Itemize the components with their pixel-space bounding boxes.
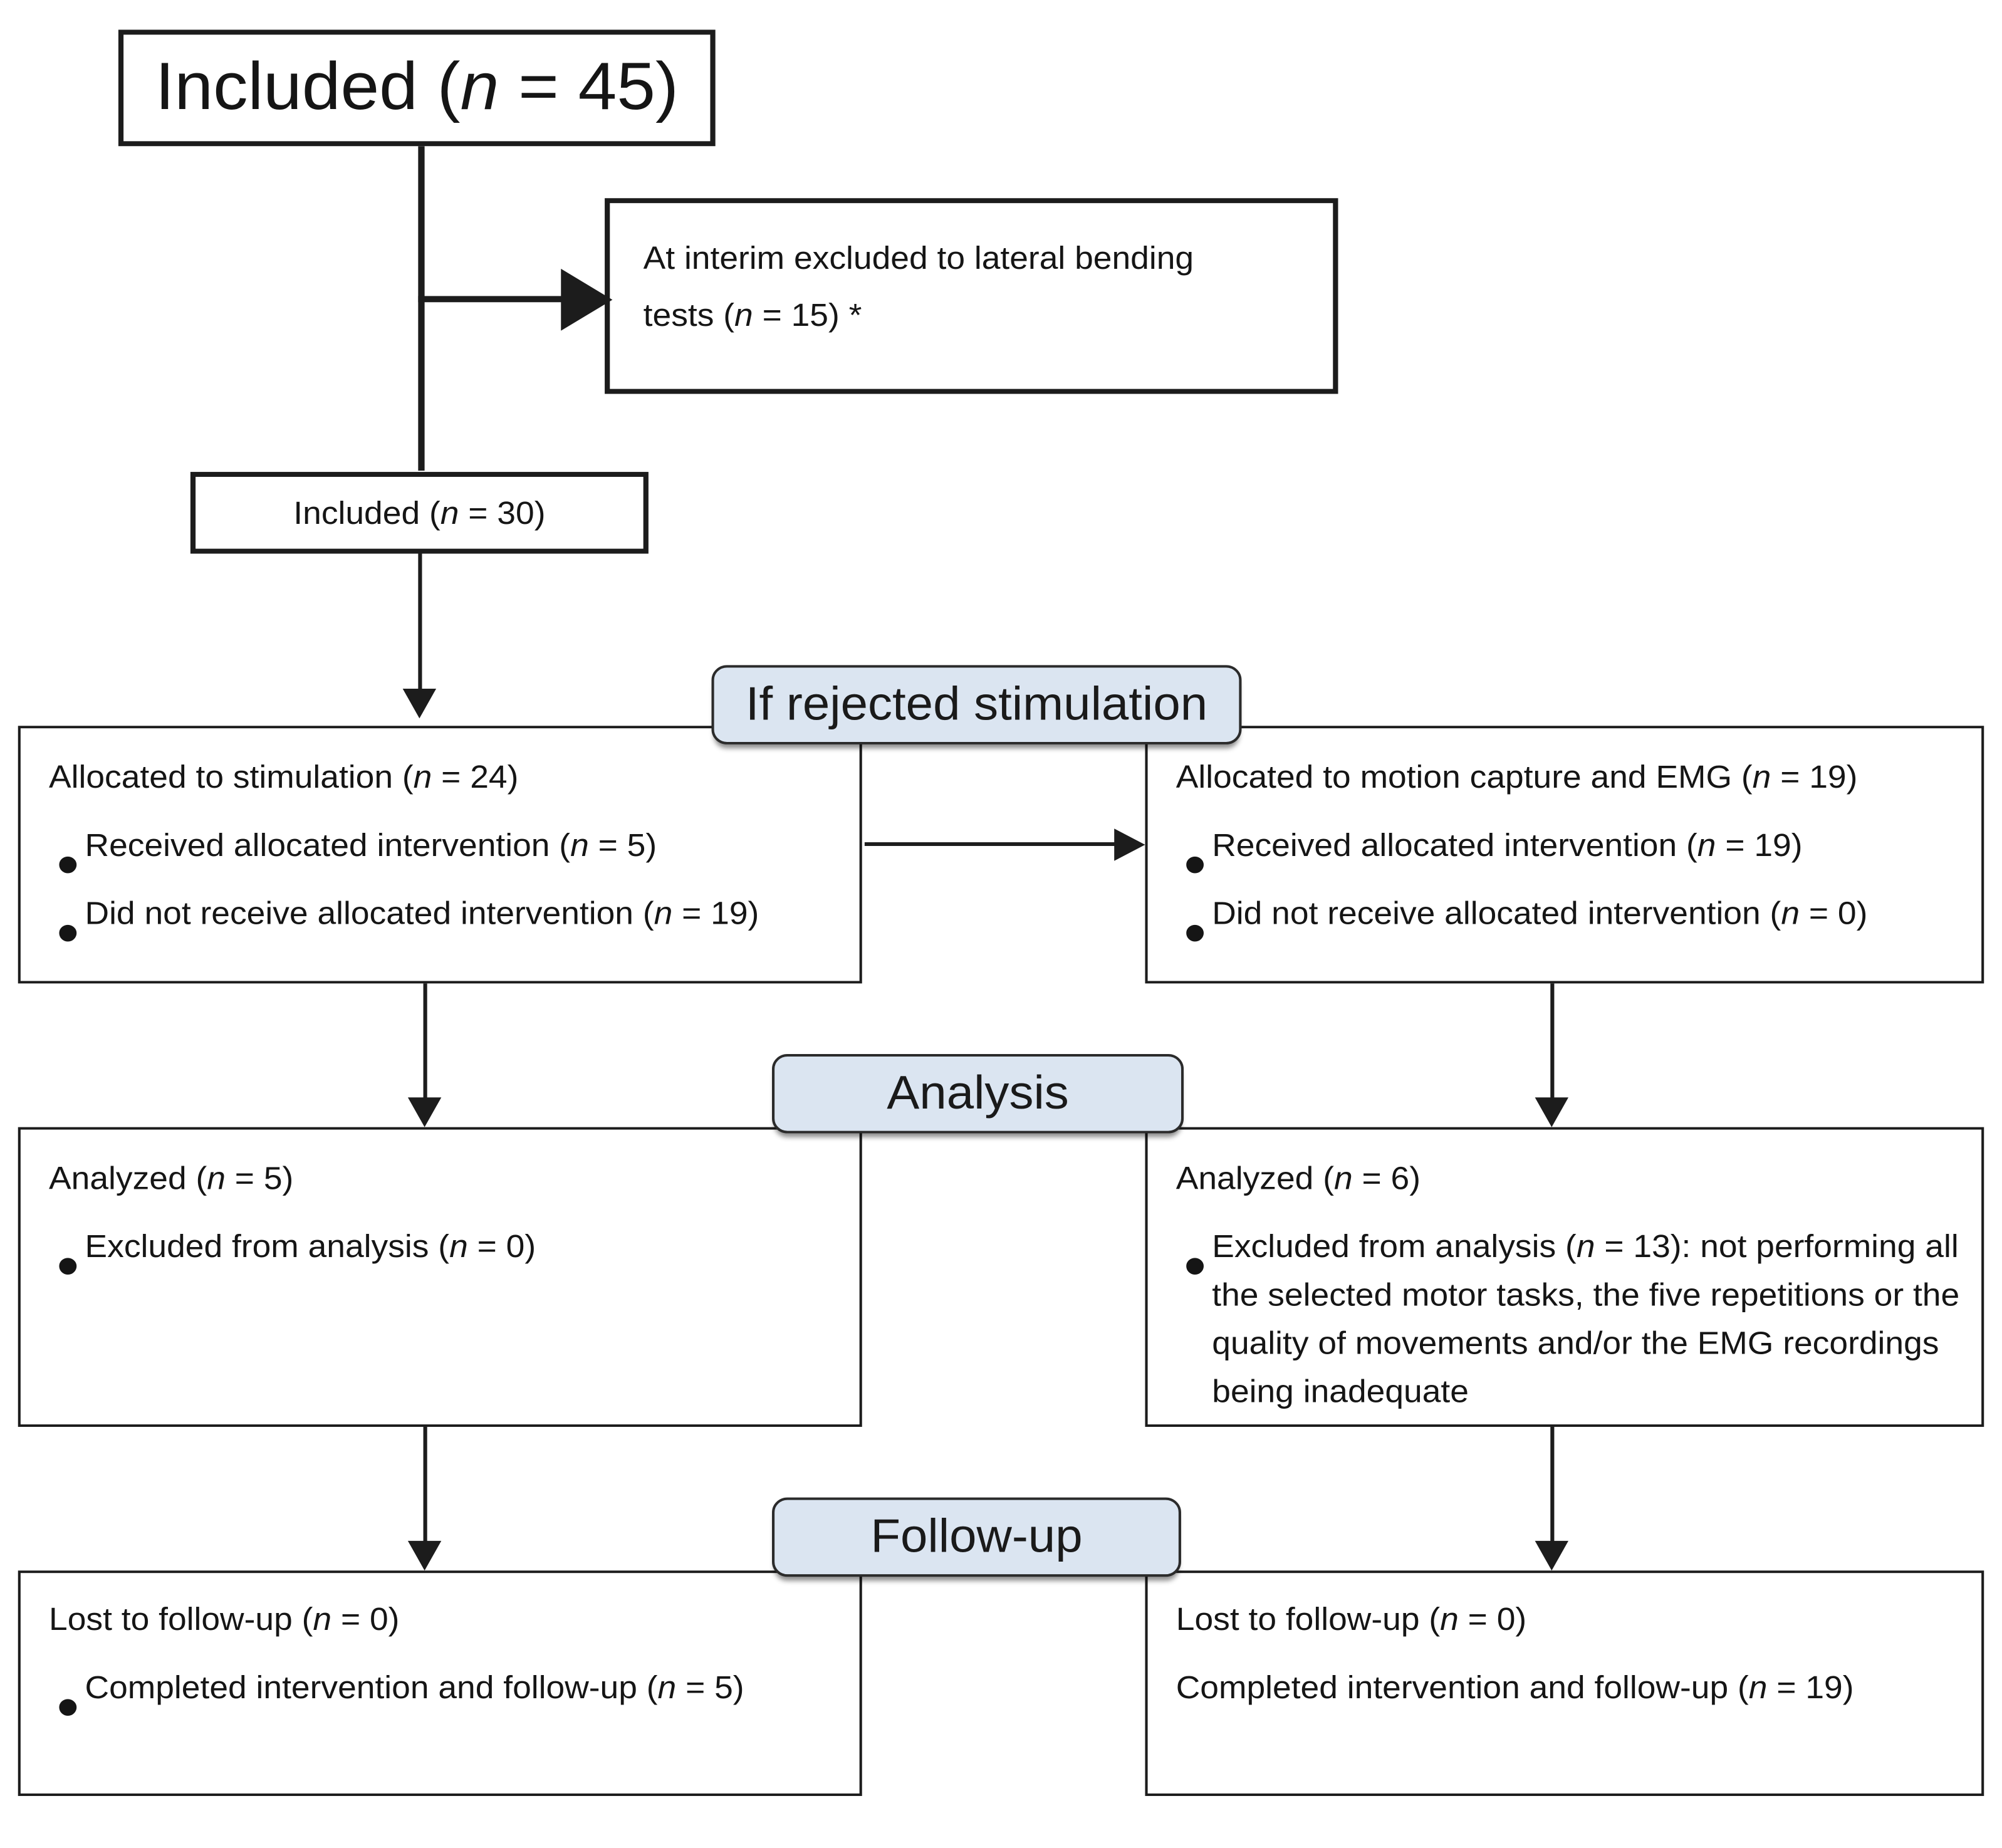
node-included-30: Included (n = 30) [190,472,649,554]
list-item: Did not receive allocated intervention (… [1176,887,1961,979]
list-item: Completed intervention and follow-up (n … [1176,1668,1854,1706]
followup-left-lead: Lost to follow-up (n = 0) [49,1600,400,1637]
connector-trunk-top [418,146,425,471]
node-analyzed-left: Analyzed (n = 5) Excluded from analysis … [18,1127,862,1427]
followup-left-bullets: Completed intervention and follow-up (n … [49,1661,844,1754]
connector-alloc-left-to-analysis [423,983,427,1108]
list-item: Received allocated intervention (n = 5) [49,818,837,911]
stage-banner-analysis: Analysis [772,1054,1184,1134]
followup-right-bullets: Completed intervention and follow-up (n … [1176,1663,1966,1711]
stage-banner-analysis-label: Analysis [887,1067,1069,1119]
connector-analysis-left-to-followup [423,1426,427,1551]
analyzed-left-bullets: Excluded from analysis (n = 0) [49,1220,837,1313]
list-item: Received allocated intervention (n = 19) [1176,818,1961,911]
arrowhead-to-allocation [402,688,437,719]
node-allocated-right-text: Allocated to motion capture and EMG (n =… [1176,753,1961,980]
connector-included30-to-allocation [418,553,422,697]
connector-analysis-right-to-followup [1550,1426,1555,1551]
node-followup-right: Lost to follow-up (n = 0) Completed inte… [1145,1570,1984,1796]
allocated-left-bullets: Received allocated intervention (n = 5) … [49,818,837,979]
arrowhead-left-to-right-allocation [1114,828,1145,861]
list-item: Excluded from analysis (n = 0) [49,1220,837,1313]
node-analyzed-right-text: Analyzed (n = 6) Excluded from analysis … [1176,1154,1961,1416]
connector-alloc-right-to-analysis [1550,983,1555,1108]
node-analyzed-left-text: Analyzed (n = 5) Excluded from analysis … [49,1154,837,1313]
arrowhead-followup-right [1535,1540,1569,1571]
list-item: Did not receive allocated intervention (… [49,887,837,979]
arrowhead-analysis-right [1535,1097,1569,1127]
stage-banner-rejected-stimulation-label: If rejected stimulation [745,678,1208,731]
node-included-45-label: Included (n = 45) [155,50,679,125]
allocated-right-lead: Allocated to motion capture and EMG (n =… [1176,758,1858,795]
allocated-left-lead: Allocated to stimulation (n = 24) [49,758,519,795]
node-allocated-left-text: Allocated to stimulation (n = 24) Receiv… [49,753,837,980]
connector-branch-to-excluded [418,296,583,303]
node-allocated-left: Allocated to stimulation (n = 24) Receiv… [18,726,862,984]
allocated-right-bullets: Received allocated intervention (n = 19)… [1176,818,1961,979]
node-interim-excluded-text: At interim excluded to lateral bending t… [644,231,1194,343]
list-item: Excluded from analysis (n = 13): not per… [1176,1220,1961,1416]
stage-banner-followup: Follow-up [772,1497,1181,1577]
analyzed-left-lead: Analyzed (n = 5) [49,1159,294,1197]
node-included-45: Included (n = 45) [118,29,716,147]
stage-banner-followup-label: Follow-up [870,1510,1083,1563]
followup-right-lead: Lost to follow-up (n = 0) [1176,1600,1527,1637]
arrowhead-analysis-left [407,1097,442,1127]
node-analyzed-right: Analyzed (n = 6) Excluded from analysis … [1145,1127,1984,1427]
node-included-30-label: Included (n = 30) [293,494,546,531]
list-item: Completed intervention and follow-up (n … [49,1661,844,1754]
arrowhead-to-excluded [561,268,613,331]
stage-banner-rejected-stimulation: If rejected stimulation [711,665,1242,744]
node-followup-right-text: Lost to follow-up (n = 0) Completed inte… [1176,1595,1966,1712]
node-allocated-right: Allocated to motion capture and EMG (n =… [1145,726,1984,984]
node-followup-left-text: Lost to follow-up (n = 0) Completed inte… [49,1595,844,1754]
node-interim-excluded: At interim excluded to lateral bending t… [605,198,1338,394]
analyzed-right-lead: Analyzed (n = 6) [1176,1159,1421,1197]
node-followup-left: Lost to follow-up (n = 0) Completed inte… [18,1570,862,1796]
analyzed-right-bullets: Excluded from analysis (n = 13): not per… [1176,1220,1961,1416]
interim-excluded-line-2: tests (n = 15) * [643,295,862,333]
arrowhead-followup-left [407,1540,442,1571]
interim-excluded-line-1: At interim excluded to lateral bending [643,239,1194,276]
connector-left-to-right-allocation [864,842,1130,846]
